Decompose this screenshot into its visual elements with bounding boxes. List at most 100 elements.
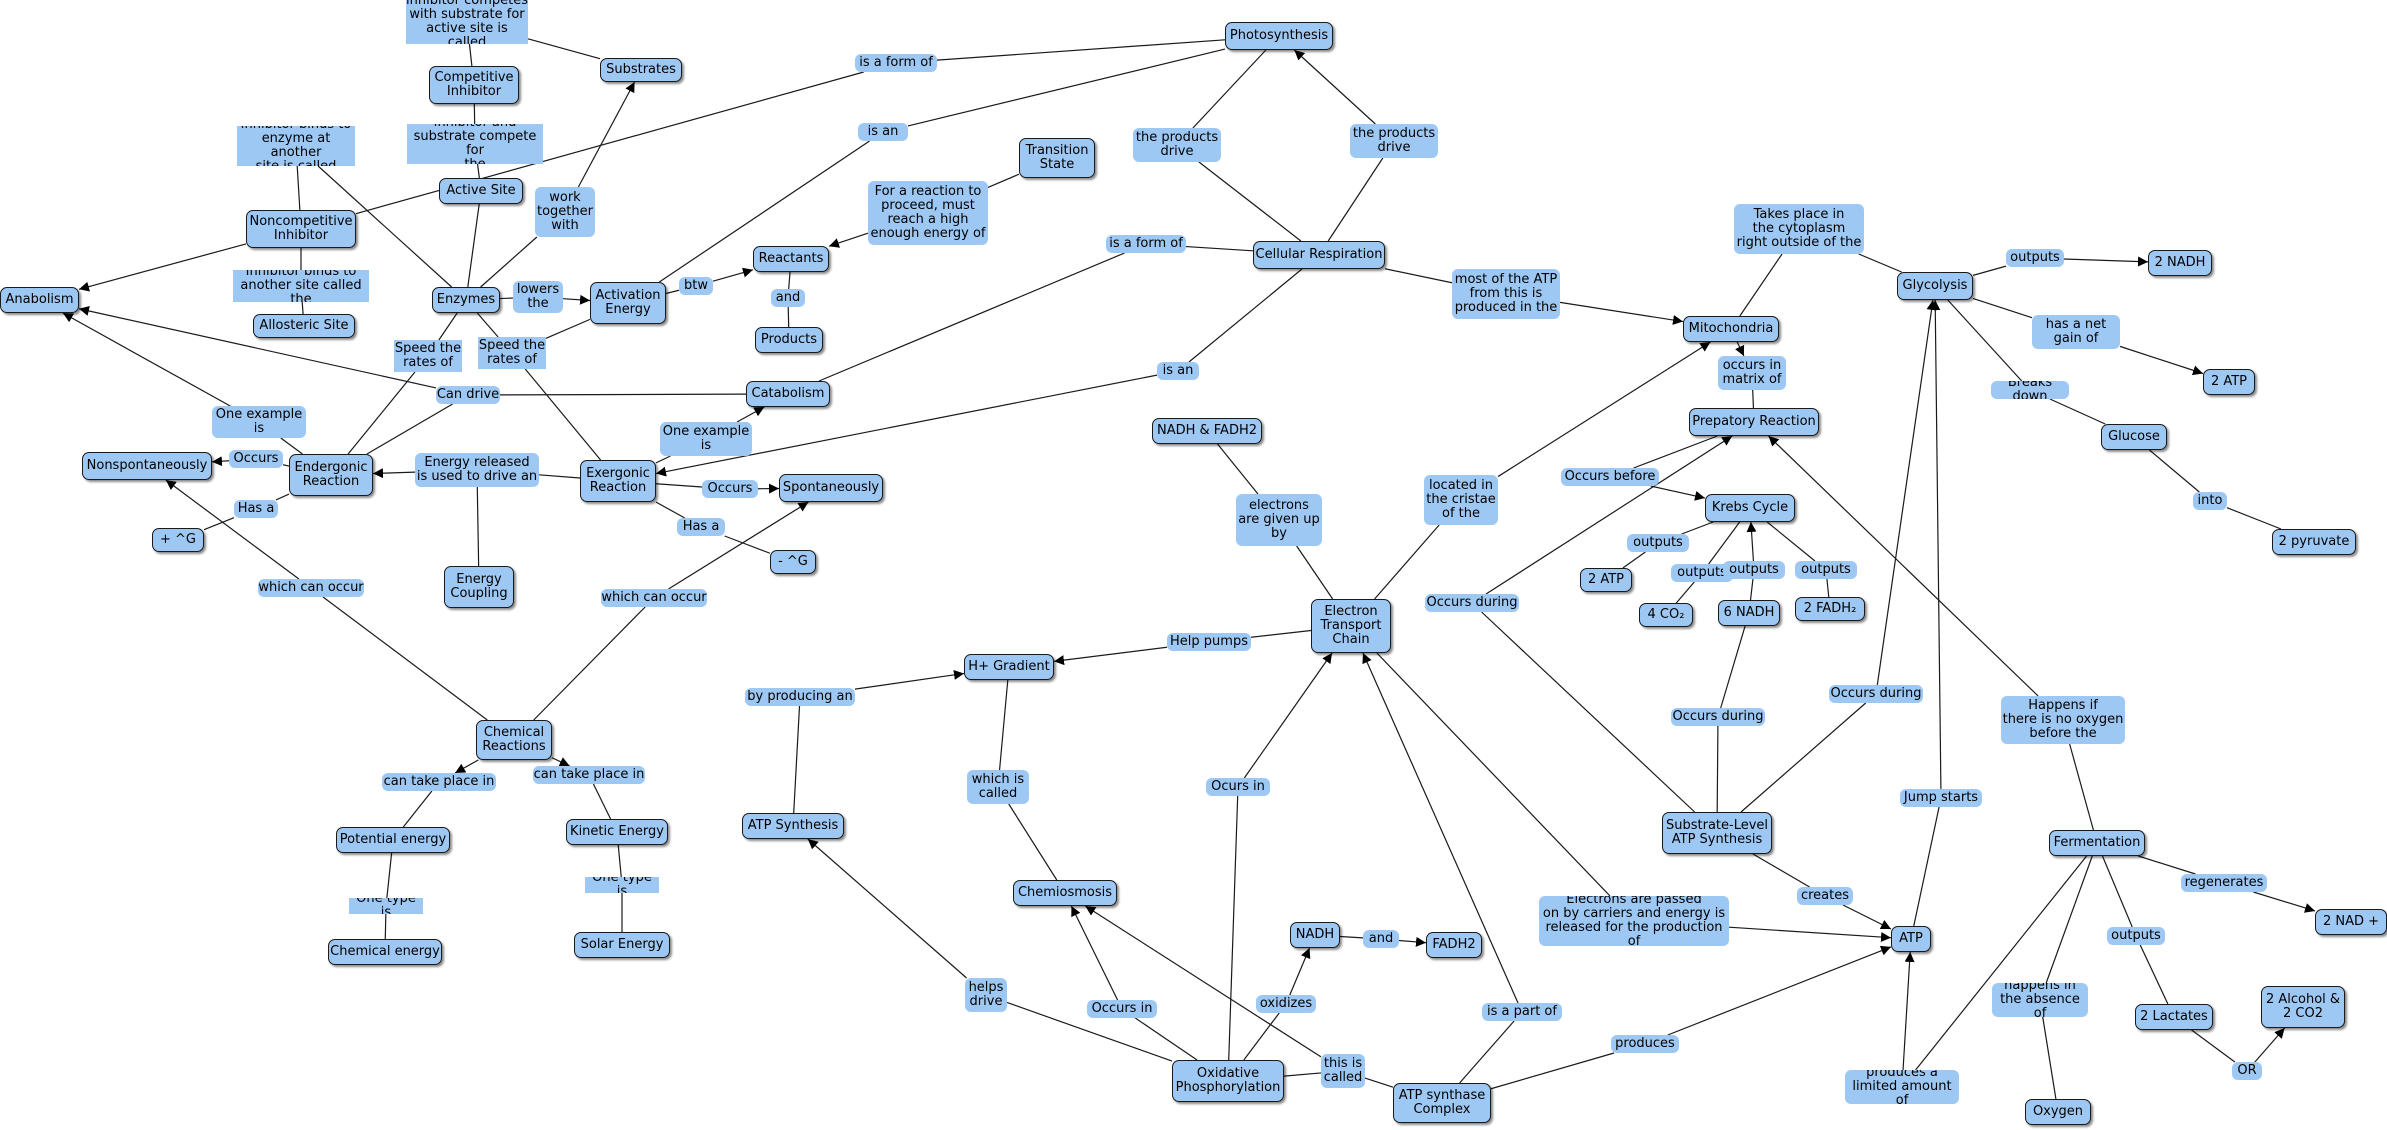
link-label-or[interactable]: OR — [2232, 1062, 2262, 1080]
concept-krebs[interactable]: Krebs Cycle — [1705, 494, 1795, 522]
concept-atp_synthase[interactable]: ATP synthase Complex — [1393, 1083, 1491, 1123]
link-label-can_take_place_1[interactable]: can take place in — [382, 773, 496, 791]
concept-ox_phos[interactable]: Oxidative Phosphorylation — [1172, 1060, 1284, 1102]
link-label-one_example_1[interactable]: One example is — [212, 406, 306, 438]
link-label-located_cristae[interactable]: located in the cristae of the — [1424, 475, 1498, 525]
concept-etc[interactable]: Electron Transport Chain — [1311, 599, 1391, 653]
link-label-occurs_matrix[interactable]: occurs in matrix of — [1718, 356, 1786, 390]
link-label-occurs_in_1[interactable]: Ocurs in — [1206, 778, 1270, 796]
link-label-by_producing[interactable]: by producing an — [745, 688, 855, 706]
link-label-occurs_1[interactable]: Occurs — [229, 450, 283, 468]
link-label-has_a_1[interactable]: Has a — [234, 500, 278, 518]
link-label-speed_rates_1[interactable]: Speed the rates of — [394, 340, 462, 372]
link-label-one_example_2[interactable]: One example is — [660, 422, 752, 456]
link-label-which_called[interactable]: which is called — [967, 770, 1029, 804]
link-label-work_together[interactable]: work together with — [535, 187, 595, 237]
link-label-is_form_of_2[interactable]: is a form of — [1106, 235, 1186, 253]
link-label-most_atp[interactable]: most of the ATP from this is produced in… — [1452, 269, 1560, 319]
concept-spontaneously[interactable]: Spontaneously — [779, 474, 883, 502]
concept-energy_coupling[interactable]: Energy Coupling — [444, 566, 514, 608]
concept-chemiosmosis[interactable]: Chemiosmosis — [1013, 880, 1117, 906]
concept-cellular_respiration[interactable]: Cellular Respiration — [1253, 241, 1385, 269]
link-label-takes_place_cyto[interactable]: Takes place in the cytoplasm right outsi… — [1734, 204, 1864, 254]
link-label-btw[interactable]: btw — [679, 277, 713, 295]
concept-products[interactable]: Products — [755, 327, 823, 353]
concept-atp_2a[interactable]: 2 ATP — [2203, 369, 2255, 395]
link-label-is_part_of[interactable]: is a part of — [1482, 1003, 1562, 1021]
link-label-outputs_k2[interactable]: outputs — [1671, 564, 1733, 582]
link-label-into[interactable]: into — [2193, 492, 2227, 510]
concept-reactants[interactable]: Reactants — [753, 246, 829, 272]
concept-exergonic[interactable]: Exergonic Reaction — [580, 460, 656, 502]
link-label-outputs_k4[interactable]: outputs — [1795, 561, 1857, 579]
concept-lactates_2[interactable]: 2 Lactates — [2135, 1004, 2213, 1030]
link-label-creates[interactable]: creates — [1797, 887, 1853, 905]
link-label-which_occur_2[interactable]: which can occur — [601, 589, 707, 607]
link-label-electrons_given[interactable]: electrons are given up by — [1236, 494, 1322, 546]
link-label-electrons_passed[interactable]: Electrons are passed on by carriers and … — [1539, 896, 1729, 946]
link-label-occurs_2[interactable]: Occurs — [702, 480, 758, 498]
link-label-products_drive_2[interactable]: the products drive — [1350, 124, 1438, 158]
link-label-occurs_during_3[interactable]: Occurs during — [1829, 685, 1923, 703]
link-label-outputs_k1[interactable]: outputs — [1627, 534, 1689, 552]
link-label-one_type_1[interactable]: One type is — [349, 898, 423, 914]
concept-noncomp_inhibitor[interactable]: Noncompetitive Inhibitor — [246, 210, 356, 248]
link-label-which_occur_1[interactable]: which can occur — [258, 579, 364, 597]
concept-prep_reaction[interactable]: Prepatory Reaction — [1689, 408, 1819, 436]
concept-endergonic[interactable]: Endergonic Reaction — [289, 454, 373, 496]
concept-nad_2[interactable]: 2 NAD + — [2315, 909, 2387, 935]
link-label-help_pumps[interactable]: Help pumps — [1167, 633, 1251, 651]
concept-activation_energy[interactable]: Activation Energy — [590, 282, 666, 324]
concept-chemical_energy[interactable]: Chemical energy — [328, 939, 442, 965]
link-label-helps_drive[interactable]: helps drive — [965, 978, 1007, 1012]
link-label-and_2[interactable]: and — [1363, 930, 1399, 948]
concept-atp[interactable]: ATP — [1891, 926, 1931, 952]
concept-allosteric_site[interactable]: Allosteric Site — [253, 314, 355, 338]
link-label-occurs_in_2[interactable]: Occurs in — [1087, 1000, 1157, 1018]
link-label-products_drive_1[interactable]: the products drive — [1133, 128, 1221, 162]
concept-co2_4[interactable]: 4 CO₂ — [1639, 603, 1693, 627]
link-label-inhib_compete_q[interactable]: inhibitor competes with substrate for ac… — [406, 0, 528, 44]
concept-fadh2_2[interactable]: 2 FADH₂ — [1795, 597, 1865, 621]
concept-substrates[interactable]: Substrates — [600, 58, 682, 82]
link-label-and_1[interactable]: and — [771, 289, 805, 307]
link-label-outputs_g[interactable]: outputs — [2006, 249, 2064, 267]
link-label-energy_released[interactable]: Energy released is used to drive an — [415, 453, 539, 487]
link-label-jump_starts[interactable]: Jump starts — [1900, 789, 1982, 807]
link-label-net_gain[interactable]: has a net gain of — [2032, 315, 2120, 349]
link-label-happens_no_oxygen[interactable]: Happens if there is no oxygen before the — [2001, 696, 2125, 744]
link-label-for_reaction[interactable]: For a reaction to proceed, must reach a … — [868, 181, 988, 245]
concept-mitochondria[interactable]: Mitochondria — [1683, 316, 1779, 342]
concept-glucose[interactable]: Glucose — [2101, 424, 2167, 450]
concept-photosynthesis[interactable]: Photosynthesis — [1225, 22, 1333, 50]
concept-catabolism[interactable]: Catabolism — [746, 381, 830, 407]
concept-pyruvate_2[interactable]: 2 pyruvate — [2272, 529, 2356, 555]
link-label-happens_absence[interactable]: happens in the absence of — [1992, 983, 2088, 1017]
link-label-is_form_of_1[interactable]: is a form of — [855, 54, 937, 72]
concept-nadh[interactable]: NADH — [1290, 922, 1340, 948]
link-label-occurs_during_2[interactable]: Occurs during — [1671, 708, 1765, 726]
concept-substrate_level[interactable]: Substrate-Level ATP Synthesis — [1662, 812, 1772, 854]
concept-atp_2b[interactable]: 2 ATP — [1580, 568, 1632, 592]
concept-potential_energy[interactable]: Potential energy — [336, 827, 450, 853]
concept-glycolysis[interactable]: Glycolysis — [1897, 272, 1973, 300]
link-label-speed_rates_2[interactable]: Speed the rates of — [478, 337, 546, 369]
link-label-outputs_k3[interactable]: outputs — [1723, 561, 1785, 579]
link-label-inhib_substrate_compete[interactable]: Inhibitor and substrate compete for the — [407, 124, 543, 164]
link-label-noncomp_q[interactable]: Inhibitor binds to enzyme at another sit… — [237, 126, 355, 166]
concept-anabolism[interactable]: Anabolism — [0, 287, 79, 313]
link-label-breaks_down[interactable]: Breaks down — [1991, 381, 2069, 399]
concept-plus_g[interactable]: + ^G — [152, 528, 204, 552]
link-label-can_take_place_2[interactable]: can take place in — [533, 766, 645, 784]
link-label-outputs_f[interactable]: outputs — [2107, 927, 2165, 945]
concept-atp_synthesis[interactable]: ATP Synthesis — [742, 813, 844, 839]
link-label-this_called[interactable]: this is called — [1321, 1054, 1365, 1088]
link-label-regenerates[interactable]: regenerates — [2181, 874, 2267, 892]
link-label-inhib_binds_other[interactable]: Inhibitor binds to another site called t… — [233, 270, 369, 302]
concept-nadh_2[interactable]: 2 NADH — [2148, 250, 2212, 276]
concept-oxygen[interactable]: Oxygen — [2025, 1099, 2091, 1125]
link-label-has_a_2[interactable]: Has a — [677, 518, 725, 536]
concept-nonspontaneously[interactable]: Nonspontaneously — [82, 452, 212, 480]
link-label-occurs_before[interactable]: Occurs before — [1561, 468, 1659, 486]
concept-fadh2[interactable]: FADH2 — [1426, 932, 1482, 958]
